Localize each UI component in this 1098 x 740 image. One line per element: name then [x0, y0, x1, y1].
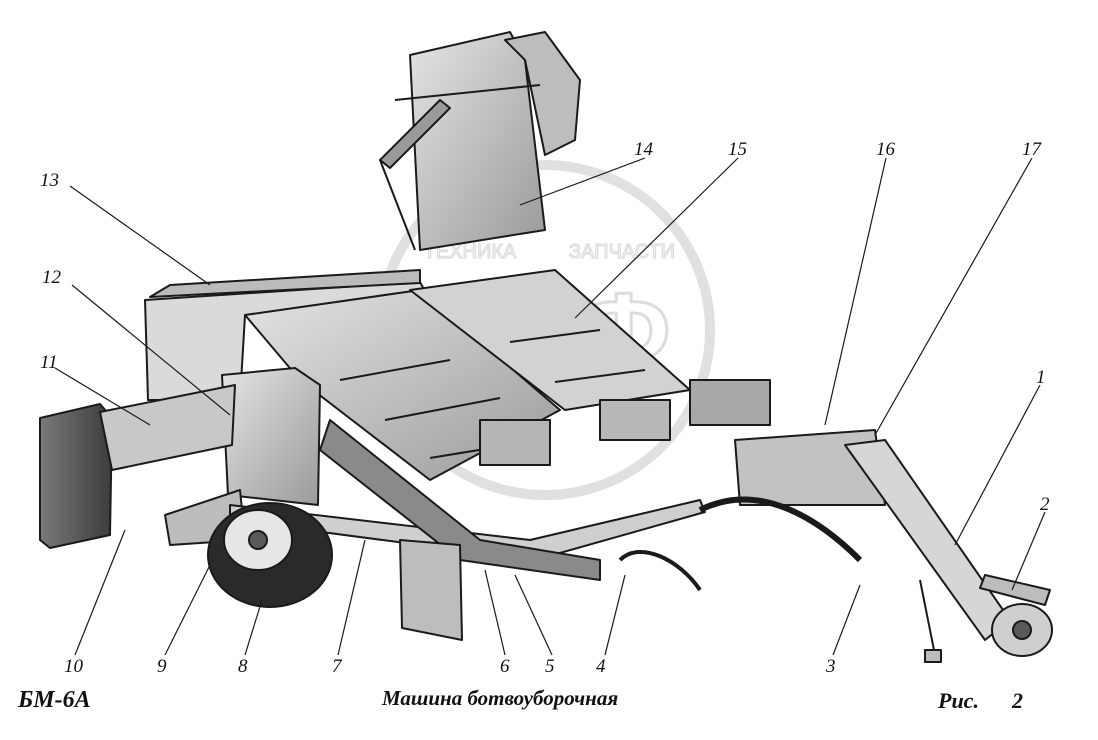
model-label: БМ-6А — [18, 687, 91, 713]
end-plate — [39, 403, 113, 549]
figure-number: 2 — [1012, 688, 1023, 713]
callout-17: 17 — [1022, 139, 1043, 160]
hitch — [979, 574, 1051, 606]
diagram-title: Машина ботвоуборочная — [382, 686, 619, 710]
discharge-chute — [409, 31, 546, 251]
side-guard — [221, 367, 321, 506]
side-panel — [99, 384, 236, 471]
callout-2: 2 — [1040, 494, 1050, 515]
callout-7: 7 — [332, 656, 343, 677]
callout-9: 9 — [157, 656, 167, 677]
drawbar — [844, 439, 1011, 641]
figure-label: Рис. — [938, 688, 979, 713]
callout-11: 11 — [40, 352, 58, 373]
callout-numbers: 1 2 3 4 5 6 7 8 9 10 11 12 13 14 15 16 1… — [40, 139, 1050, 677]
callout-1: 1 — [1036, 367, 1046, 388]
callout-15: 15 — [728, 139, 747, 160]
callout-8: 8 — [238, 656, 248, 677]
callout-4: 4 — [596, 656, 606, 677]
callout-12: 12 — [42, 267, 62, 288]
callout-3: 3 — [825, 656, 836, 677]
watermark-right: ЗАПЧАСТИ — [569, 241, 675, 263]
callout-6: 6 — [500, 656, 510, 677]
hose — [698, 496, 863, 563]
chute-hood — [504, 31, 581, 156]
callout-16: 16 — [876, 139, 896, 160]
callout-10: 10 — [64, 656, 84, 677]
box-top — [149, 269, 421, 298]
callout-14: 14 — [634, 139, 654, 160]
callout-5: 5 — [545, 656, 555, 677]
leader-lines — [54, 157, 1046, 656]
chute-rod — [379, 99, 451, 169]
callout-13: 13 — [40, 170, 59, 191]
machine-body — [39, 31, 1053, 663]
skid — [399, 539, 463, 641]
